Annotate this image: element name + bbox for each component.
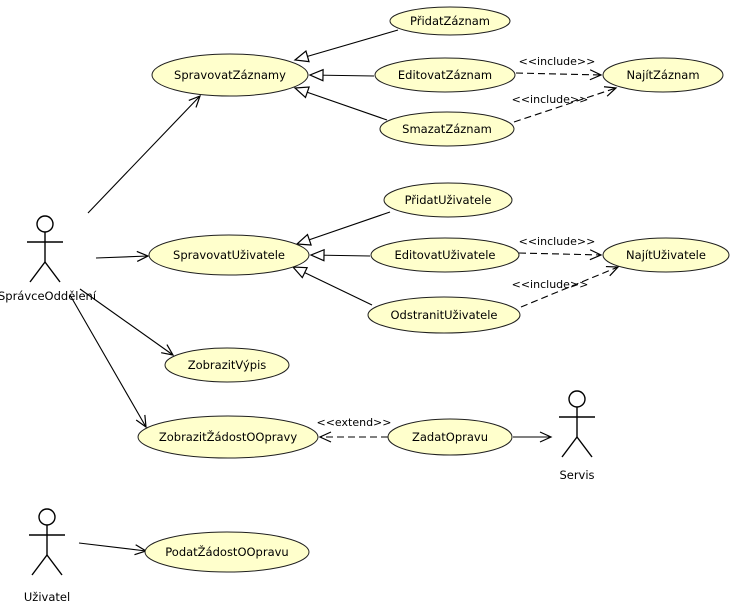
actor-label: Uživatel <box>24 590 70 604</box>
use-case-label: OdstranitUživatele <box>391 308 498 322</box>
use-case-label: ZobrazitŽádostOOpravy <box>159 429 297 444</box>
use-case-label: ZobrazitVýpis <box>188 358 267 372</box>
use-case-najit-uzivatele[interactable]: NajítUživatele <box>602 237 730 273</box>
use-case-odstranit-uzivatele[interactable]: OdstranitUživatele <box>367 296 521 334</box>
use-case-zadat-opravu[interactable]: ZadatOpravu <box>387 418 513 456</box>
use-case-spravovat-uzivatele[interactable]: SpravovatUživatele <box>148 234 310 276</box>
use-case-editovat-uzivatele[interactable]: EditovatUživatele <box>370 237 520 273</box>
use-case-label: PřidatZáznam <box>410 14 490 28</box>
generalization-odstranit-uzivatele <box>291 266 373 306</box>
stereotype-include-label: <<include>> <box>519 235 596 248</box>
association-spravce-zobrazit-vypis <box>79 288 175 356</box>
use-case-zobrazit-vypis[interactable]: ZobrazitVýpis <box>164 347 290 383</box>
stereotype-include-label: <<include>> <box>512 278 589 291</box>
use-case-label: PodatŽádostOOpravu <box>165 544 288 559</box>
include-odstranit-uzivatele-najit-uzivatele <box>520 265 620 308</box>
stereotype-include-label: <<include>> <box>519 55 596 68</box>
actor-head-icon <box>36 215 54 233</box>
actor-label: SprávceOddělení <box>0 289 97 303</box>
generalization-smazat-zaznam <box>293 86 388 121</box>
use-case-label: EditovatUživatele <box>394 248 495 262</box>
use-case-label: SmazatZáznam <box>402 122 492 136</box>
use-case-label: NajítUživatele <box>626 248 706 262</box>
diagram-edges <box>69 29 620 556</box>
include-editovat-uzivatele-najit-uzivatele <box>518 249 603 261</box>
use-case-label: EditovatZáznam <box>398 68 492 82</box>
use-case-spravovat-zaznamy[interactable]: SpravovatZáznamy <box>151 53 309 97</box>
use-case-pridat-uzivatele[interactable]: PřidatUživatele <box>383 182 513 218</box>
generalization-editovat-uzivatele <box>309 248 371 262</box>
association-spravce-zobrazit-zadost <box>69 294 147 429</box>
association-spravce-spravovat-uzivatele <box>95 250 150 262</box>
association-spravce-spravovat-zaznamy <box>87 94 202 214</box>
include-editovat-zaznam-najit-zaznam <box>515 69 603 81</box>
stereotype-extend-label: <<extend>> <box>317 416 392 429</box>
stereotype-include-label: <<include>> <box>512 93 589 106</box>
use-case-editovat-zaznam[interactable]: EditovatZáznam <box>374 57 516 93</box>
use-case-label: SpravovatUživatele <box>173 248 285 262</box>
actor-head-icon <box>568 390 586 408</box>
use-case-najit-zaznam[interactable]: NajítZáznam <box>602 57 724 93</box>
use-case-pridat-zaznam[interactable]: PřidatZáznam <box>389 6 511 36</box>
use-case-label: SpravovatZáznamy <box>174 68 286 82</box>
generalization-pridat-uzivatele <box>295 211 391 246</box>
association-uzivatel-podat-zadost <box>78 542 148 556</box>
use-case-label: ZadatOpravu <box>412 430 488 444</box>
actor-label: Servis <box>559 468 594 482</box>
include-smazat-zaznam-najit-zaznam <box>513 86 618 123</box>
use-case-podat-zadost-o-opravu[interactable]: PodatŽádostOOpravu <box>144 531 310 573</box>
generalization-pridat-zaznam <box>293 29 399 63</box>
use-case-label: PřidatUživatele <box>405 193 492 207</box>
actor-uzivatel[interactable]: Uživatel <box>24 508 70 604</box>
use-case-zobrazit-zadost-o-opravy[interactable]: ZobrazitŽádostOOpravy <box>137 415 319 459</box>
use-case-label: NajítZáznam <box>626 68 699 82</box>
actor-head-icon <box>38 508 56 526</box>
actor-servis[interactable]: Servis <box>559 390 595 482</box>
actor-spravce-oddeleni[interactable]: SprávceOddělení <box>0 215 97 303</box>
use-case-smazat-zaznam[interactable]: SmazatZáznam <box>379 111 515 147</box>
generalization-editovat-zaznam <box>308 68 375 82</box>
